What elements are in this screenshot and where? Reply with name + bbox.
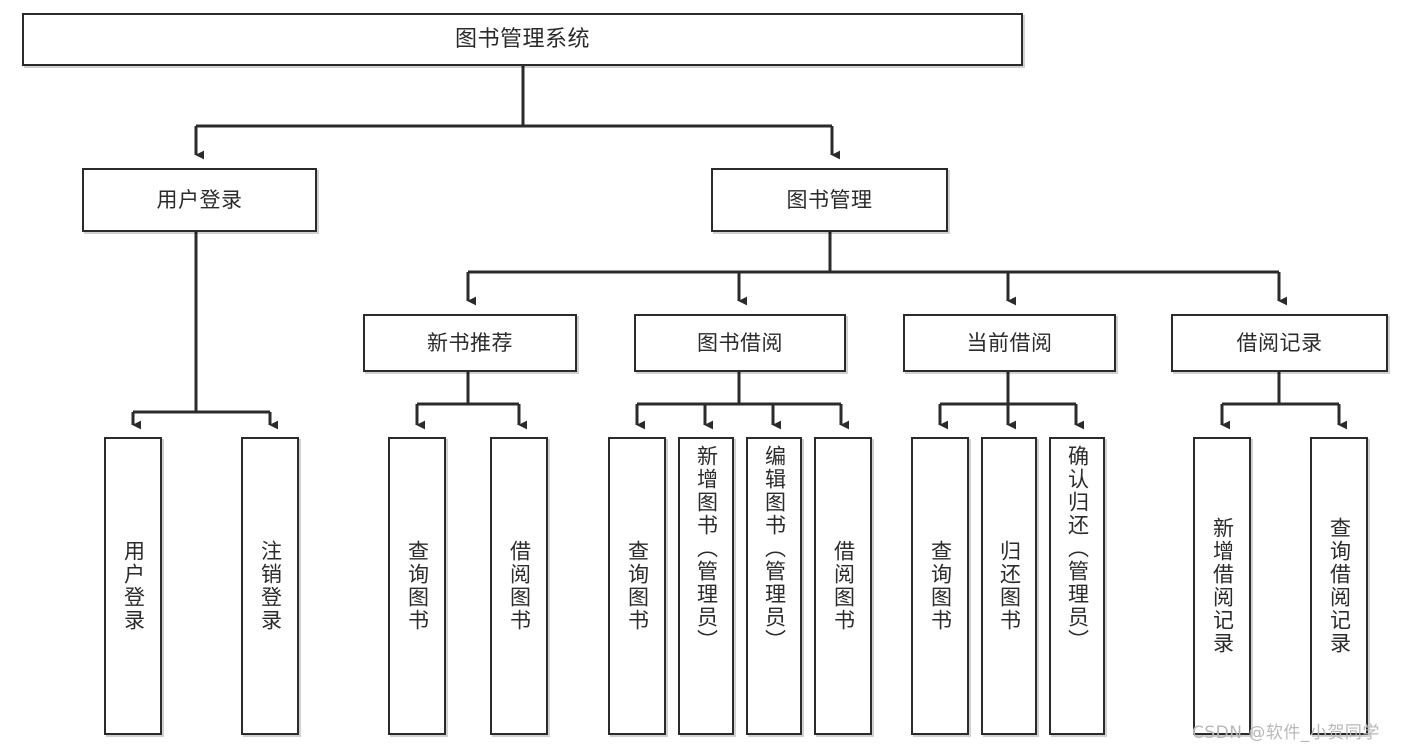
node-new-book-recommend[interactable]: 新书推荐 <box>363 314 577 372</box>
node-label: 查询图书 <box>928 540 953 632</box>
leaf-book-borrow-add-book-admin[interactable]: 新增图书（管理员） <box>678 437 734 735</box>
leaf-new-book-borrow-book[interactable]: 借阅图书 <box>490 437 548 735</box>
node-label: 查询图书 <box>625 540 650 632</box>
leaf-user-login-login[interactable]: 用户登录 <box>104 437 162 735</box>
node-label: 当前借阅 <box>966 330 1053 355</box>
leaf-new-book-query-book[interactable]: 查询图书 <box>388 437 446 735</box>
node-label: 图书管理系统 <box>454 26 590 52</box>
leaf-current-borrow-return-book[interactable]: 归还图书 <box>981 437 1037 735</box>
leaf-book-borrow-edit-book-admin[interactable]: 编辑图书（管理员） <box>746 437 802 735</box>
node-label: 新增图书（管理员） <box>694 445 719 652</box>
node-label: 编辑图书（管理员） <box>762 445 787 652</box>
node-label: 图书管理 <box>786 187 873 212</box>
leaf-current-borrow-confirm-return-admin[interactable]: 确认归还（管理员） <box>1049 437 1105 735</box>
node-user-login[interactable]: 用户登录 <box>82 168 317 232</box>
leaf-current-borrow-query-book[interactable]: 查询图书 <box>911 437 969 735</box>
node-label: 注销登录 <box>258 540 283 632</box>
node-label: 借阅图书 <box>507 540 532 632</box>
leaf-borrow-record-add-record[interactable]: 新增借阅记录 <box>1193 437 1251 735</box>
node-label: 借阅图书 <box>831 540 856 632</box>
node-label: 借阅记录 <box>1236 330 1323 355</box>
node-label: 新增借阅记录 <box>1210 517 1235 655</box>
node-book-management[interactable]: 图书管理 <box>711 168 948 232</box>
node-root-book-management-system[interactable]: 图书管理系统 <box>22 13 1023 66</box>
node-label: 新书推荐 <box>427 330 513 355</box>
csdn-watermark: CSDN @软件_小贺同学 <box>1192 723 1380 743</box>
node-label: 用户登录 <box>156 187 243 212</box>
node-label: 查询借阅记录 <box>1327 517 1352 655</box>
node-borrow-record[interactable]: 借阅记录 <box>1171 314 1388 372</box>
node-label: 查询图书 <box>405 540 430 632</box>
leaf-book-borrow-borrow-book[interactable]: 借阅图书 <box>814 437 872 735</box>
leaf-book-borrow-query-book[interactable]: 查询图书 <box>608 437 666 735</box>
node-label: 归还图书 <box>997 540 1022 632</box>
node-label: 确认归还（管理员） <box>1065 445 1090 652</box>
node-label: 图书借阅 <box>697 330 783 355</box>
node-current-borrow[interactable]: 当前借阅 <box>903 314 1116 372</box>
node-label: 用户登录 <box>121 540 146 632</box>
leaf-borrow-record-query-record[interactable]: 查询借阅记录 <box>1310 437 1368 735</box>
leaf-user-login-logout[interactable]: 注销登录 <box>241 437 299 735</box>
node-book-borrow[interactable]: 图书借阅 <box>634 314 846 372</box>
